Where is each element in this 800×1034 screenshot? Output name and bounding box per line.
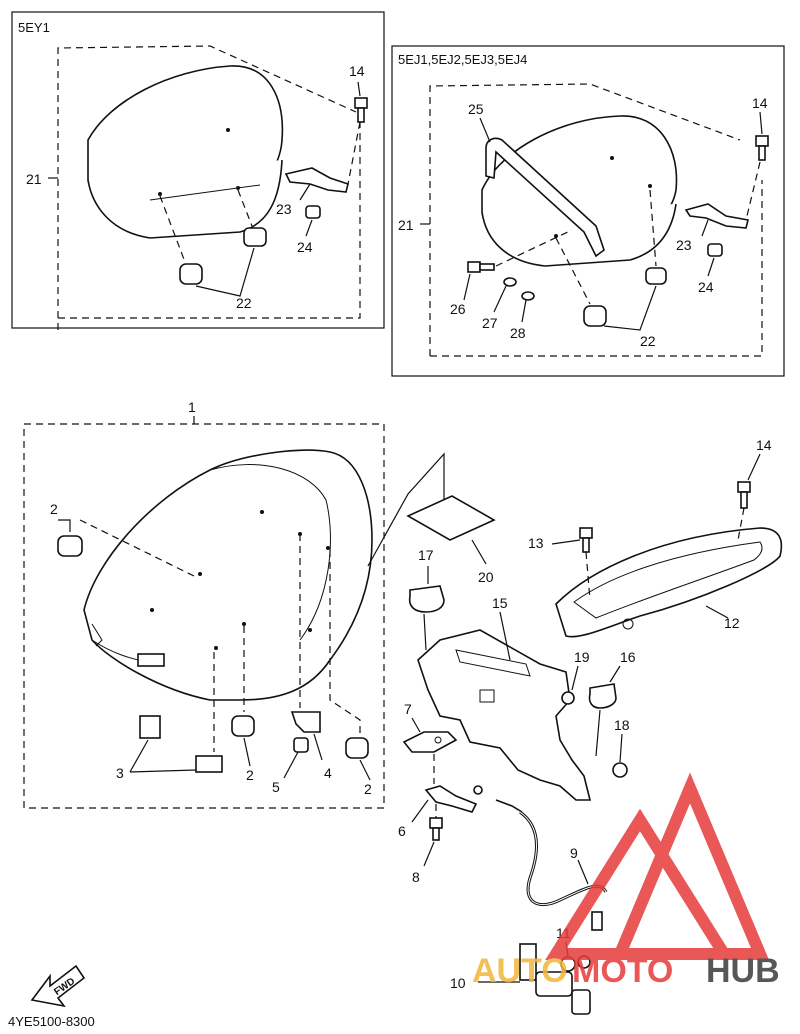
callout-2-mid: 2 [246, 767, 254, 783]
seat-1 [83, 449, 373, 701]
callout-6: 6 [398, 823, 406, 839]
callout-4: 4 [324, 765, 332, 781]
nut-24 [305, 205, 321, 219]
clip-3b [195, 755, 223, 773]
variant-label-5ej: 5EJ1,5EJ2,5EJ3,5EJ4 [398, 52, 527, 67]
callout-3: 3 [116, 765, 124, 781]
main-seat-group: 1 2 3 2 [23, 399, 385, 809]
watermark-triangle-icon [545, 808, 735, 960]
bracket-23-right [684, 203, 749, 229]
callout-17: 17 [418, 547, 434, 563]
damper-22-right-b [583, 305, 607, 327]
callout-15: 15 [492, 595, 508, 611]
callout-14-right: 14 [752, 95, 768, 111]
callout-21: 21 [26, 171, 42, 187]
callout-24: 24 [297, 239, 313, 255]
callout-23: 23 [276, 201, 292, 217]
callout-24-right: 24 [698, 279, 714, 295]
diagram-code: 4YE5100-8300 [8, 1014, 95, 1029]
variant-label-5ey1: 5EY1 [18, 20, 50, 35]
watermark-logo: AUTO MOTO HUB [472, 772, 780, 990]
bolt-14 [354, 97, 368, 109]
bracket-23 [284, 167, 349, 193]
grab-rail-12 [555, 527, 783, 638]
damper-22 [243, 227, 267, 247]
callout-2-left: 2 [50, 501, 58, 517]
plate-20: 20 [367, 452, 496, 585]
lock-bracket [519, 943, 537, 981]
bolt-13 [579, 527, 593, 539]
nut-24-right [707, 243, 723, 257]
callout-19: 19 [574, 649, 590, 665]
bolt-14-right [755, 135, 769, 147]
cable-end [495, 799, 523, 813]
callout-27: 27 [482, 315, 498, 331]
bracket-assembly-15: 17 15 19 16 18 7 6 8 [398, 547, 636, 885]
watermark-text-hub: HUB [706, 952, 780, 990]
seat-lock-10 [535, 971, 573, 997]
callout-23-right: 23 [676, 237, 692, 253]
callout-18: 18 [614, 717, 630, 733]
damper-2-left [57, 535, 83, 557]
box-frame [11, 11, 385, 329]
bolt-26 [467, 261, 481, 273]
callout-10: 10 [450, 975, 466, 991]
bolt-14-rail [737, 481, 751, 493]
forward-direction-indicator: FWD [30, 964, 86, 1008]
bolt-8 [429, 817, 443, 829]
callout-26: 26 [450, 301, 466, 317]
grab-rail-group: 12 13 14 [528, 437, 783, 638]
grab-bar-25 [485, 137, 605, 258]
watermark-text-moto: MOTO [572, 952, 673, 990]
bolt-18 [612, 762, 628, 778]
variant-box-5ey1: 5EY1 21 14 23 24 22 [11, 11, 385, 330]
callout-7: 7 [404, 701, 412, 717]
damper-22-right [645, 267, 667, 285]
pad-20 [406, 495, 496, 541]
group-bracket-1 [23, 423, 385, 809]
bracket-4 [290, 711, 321, 733]
callout-13: 13 [528, 535, 544, 551]
lock-key [571, 989, 591, 1015]
callout-14: 14 [349, 63, 365, 79]
rubber-17 [408, 585, 445, 613]
callout-12: 12 [724, 615, 740, 631]
bracket-6 [424, 785, 478, 813]
callout-2-right: 2 [364, 781, 372, 797]
fender-bracket-15 [417, 629, 592, 801]
clip-3a [139, 715, 161, 739]
callout-28: 28 [510, 325, 526, 341]
callout-22: 22 [236, 295, 252, 311]
box-frame-right [391, 45, 785, 377]
nut-5 [293, 737, 309, 753]
callout-14-rail: 14 [756, 437, 772, 453]
fwd-arrow-icon [30, 964, 86, 1008]
callout-22-right: 22 [640, 333, 656, 349]
callout-20: 20 [478, 569, 494, 585]
callout-16: 16 [620, 649, 636, 665]
damper-2-right [345, 737, 369, 759]
callout-8: 8 [412, 869, 420, 885]
rubber-16 [588, 683, 617, 709]
callout-25: 25 [468, 101, 484, 117]
washer-27 [503, 277, 517, 287]
callout-1: 1 [188, 399, 196, 415]
watermark-text-auto: AUTO [472, 952, 568, 990]
damper-2-mid [231, 715, 255, 737]
washer-28 [521, 291, 535, 301]
callout-5: 5 [272, 779, 280, 795]
group-bracket-21-right [429, 83, 741, 356]
bracket-7 [402, 731, 458, 753]
variant-box-5ej: 5EJ1,5EJ2,5EJ3,5EJ4 [391, 45, 785, 377]
callout-9: 9 [570, 845, 578, 861]
damper-22b [179, 263, 203, 285]
callout-21-right: 21 [398, 217, 414, 233]
bolt-19 [561, 691, 575, 705]
